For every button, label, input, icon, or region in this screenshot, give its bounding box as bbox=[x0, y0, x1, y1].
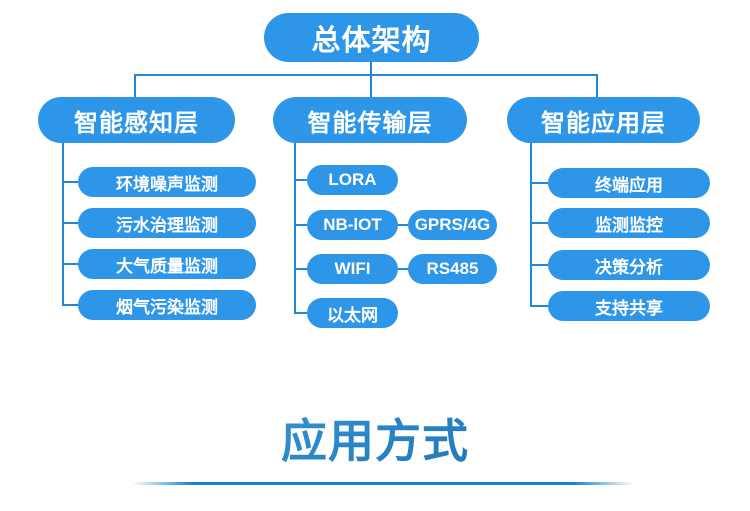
branch-application-layer: 智能应用层 bbox=[507, 97, 700, 143]
connector-stub bbox=[294, 224, 307, 226]
connector-top-horizontal bbox=[134, 74, 598, 76]
connector-stub bbox=[294, 179, 307, 181]
node-terminal-application: 终端应用 bbox=[548, 168, 710, 198]
node-label: RS485 bbox=[426, 259, 479, 278]
node-label: 环境噪声监测 bbox=[116, 174, 218, 194]
connector-root-stem bbox=[370, 62, 372, 75]
node-lora: LORA bbox=[307, 165, 398, 195]
node-label: WIFI bbox=[334, 259, 371, 278]
node-rs485: RS485 bbox=[408, 254, 497, 284]
node-decision-analysis: 决策分析 bbox=[548, 250, 710, 280]
node-support-sharing: 支持共享 bbox=[548, 291, 710, 321]
node-label: 以太网 bbox=[327, 305, 378, 325]
node-label: 支持共享 bbox=[595, 298, 663, 318]
node-label: NB-lOT bbox=[323, 215, 382, 234]
connector-stub bbox=[294, 268, 307, 270]
connector-stub bbox=[294, 312, 307, 314]
connector-drop-left bbox=[134, 74, 136, 97]
branch-perception-layer: 智能感知层 bbox=[38, 97, 235, 143]
branch-application-label: 智能应用层 bbox=[541, 109, 666, 137]
node-label: 决策分析 bbox=[595, 257, 663, 277]
connector-stub bbox=[530, 222, 548, 224]
node-sewage-monitoring: 污水治理监测 bbox=[78, 208, 256, 238]
node-noise-monitoring: 环境噪声监测 bbox=[78, 167, 256, 197]
section-divider bbox=[132, 482, 634, 485]
connector-stub bbox=[62, 181, 78, 183]
connector-drop-middle bbox=[370, 74, 372, 97]
node-label: 大气质量监测 bbox=[116, 256, 218, 276]
connector-side-stub bbox=[398, 268, 408, 270]
root-node: 总体架构 bbox=[264, 13, 479, 62]
root-node-label: 总体架构 bbox=[311, 24, 432, 57]
branch-perception-label: 智能感知层 bbox=[74, 109, 199, 137]
node-smoke-pollution-monitoring: 烟气污染监测 bbox=[78, 290, 256, 320]
connector-trunk-middle bbox=[294, 143, 296, 313]
branch-transmission-label: 智能传输层 bbox=[307, 109, 433, 137]
node-label: 烟气污染监测 bbox=[116, 297, 218, 317]
node-nb-iot: NB-lOT bbox=[307, 210, 398, 240]
node-monitoring-surveillance: 监测监控 bbox=[548, 208, 710, 238]
connector-stub bbox=[530, 264, 548, 266]
branch-transmission-layer: 智能传输层 bbox=[273, 97, 467, 143]
connector-trunk-right bbox=[530, 143, 532, 306]
connector-stub bbox=[62, 222, 78, 224]
node-label: 终端应用 bbox=[595, 175, 663, 195]
node-label: 监测监控 bbox=[595, 215, 663, 235]
connector-stub bbox=[530, 305, 548, 307]
connector-drop-right bbox=[596, 74, 598, 97]
connector-side-stub bbox=[398, 224, 408, 226]
section-title: 应用方式 bbox=[0, 405, 750, 471]
node-label: 污水治理监测 bbox=[116, 215, 218, 235]
node-ethernet: 以太网 bbox=[307, 298, 398, 328]
node-label: GPRS/4G bbox=[414, 215, 491, 234]
connector-stub bbox=[530, 182, 548, 184]
connector-stub bbox=[62, 263, 78, 265]
node-gprs-4g: GPRS/4G bbox=[408, 210, 497, 240]
node-wifi: WIFI bbox=[307, 254, 398, 284]
connector-trunk-left bbox=[62, 143, 64, 306]
connector-stub bbox=[62, 304, 78, 306]
node-air-quality-monitoring: 大气质量监测 bbox=[78, 249, 256, 279]
node-label: LORA bbox=[328, 170, 377, 189]
